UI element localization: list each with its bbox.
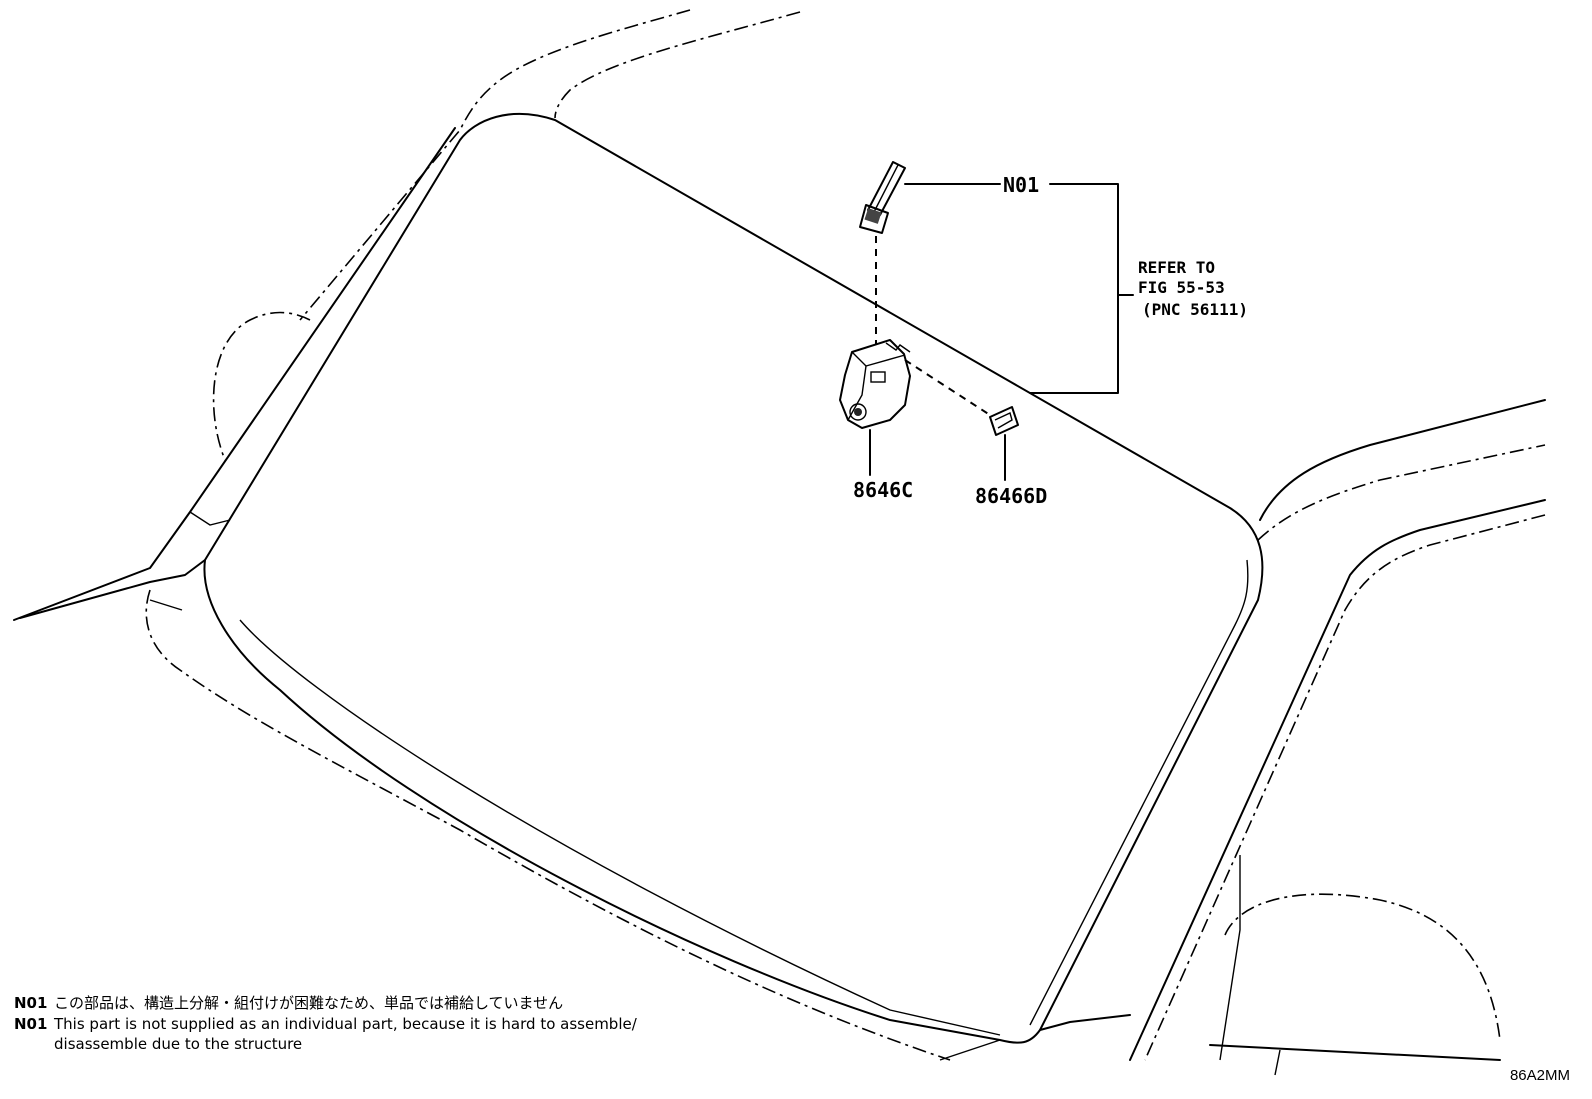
a-pillar-left	[13, 127, 456, 621]
dash-lower	[939, 1039, 1001, 1061]
mirror-right-outline	[1224, 893, 1501, 1041]
roof-outline-inner	[554, 11, 801, 119]
note-english-continued: disassemble due to the structure	[54, 1034, 302, 1054]
door-frame-right-trim	[1144, 514, 1546, 1061]
part-n01-harness	[859, 161, 906, 234]
a-pillar-right-trim	[1257, 444, 1546, 541]
part-86466d-clip	[989, 406, 1019, 436]
dash-top-right	[1039, 1014, 1131, 1031]
windshield-outer-edge	[203, 112, 1264, 1044]
door-frame-right	[1129, 499, 1546, 1061]
a-pillar-right	[1259, 399, 1546, 521]
reference-line-3: (PNC 56111)	[1142, 300, 1248, 319]
windshield-inner-edge	[1029, 559, 1249, 1026]
note-text: This part is not supplied as an individu…	[54, 1015, 637, 1033]
windshield-bottom-edge	[239, 619, 1001, 1036]
roof-outline-outer	[299, 9, 691, 321]
mirror-right-stem	[1274, 1049, 1281, 1076]
reference-line-1: REFER TO	[1138, 258, 1215, 277]
callout-n01: N01	[1003, 173, 1039, 197]
cowl-left	[145, 589, 951, 1061]
note-english: N01 This part is not supplied as an indiv…	[14, 1014, 637, 1034]
a-pillar-trim	[189, 511, 231, 526]
note-japanese: N01 この部品は、構造上分解・組付けが困難なため、単品では補給していません	[14, 993, 563, 1013]
callout-8646c: 8646C	[853, 478, 913, 502]
part-8646c-bracket	[839, 339, 911, 429]
door-frame-inner	[1219, 855, 1241, 1061]
a-pillar-left-inner	[19, 559, 206, 619]
install-line-clip	[904, 359, 991, 416]
note-text-continued: disassemble due to the structure	[54, 1035, 303, 1053]
mirror-left-outline	[212, 311, 311, 461]
cowl-left-edge	[149, 599, 183, 611]
mirror-right-base	[1209, 1044, 1501, 1061]
note-code: N01	[14, 994, 48, 1012]
note-text: この部品は、構造上分解・組付けが困難なため、単品では補給していません	[54, 994, 564, 1012]
illustration-id: 86A2MM	[1509, 1067, 1570, 1084]
reference-line-2: FIG 55-53	[1138, 278, 1225, 297]
leader-n01-bracket	[1029, 183, 1119, 394]
note-code: N01	[14, 1015, 48, 1033]
callout-86466d: 86466D	[975, 484, 1047, 508]
